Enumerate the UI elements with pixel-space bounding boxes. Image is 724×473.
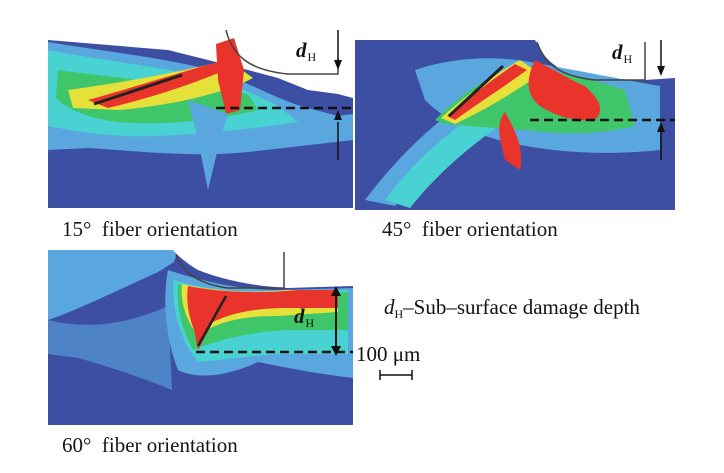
dh-arrowhead-down: [334, 60, 342, 70]
dh-label-45deg: dH: [612, 40, 632, 67]
scale-bar-label: 100 μm: [356, 342, 421, 366]
dh-label-60deg: dH: [294, 304, 314, 331]
dh-arrowhead-down: [331, 346, 341, 356]
zone-light-blue-left: [48, 250, 178, 320]
dh-arrowhead-down: [657, 66, 665, 76]
caption-45deg: 45° fiber orientation: [382, 217, 558, 242]
zone-red: [187, 286, 338, 350]
zone-streak-cyan: [385, 104, 515, 208]
dh-subscript: H: [305, 316, 315, 330]
caption-15deg: 15° fiber orientation: [62, 217, 238, 242]
removed-material: [173, 250, 353, 288]
zone-red-fiber: [447, 64, 527, 120]
dh-subscript: H: [307, 50, 317, 64]
legend-text: –Sub–surface damage depth: [403, 295, 640, 319]
panel-45deg: [355, 40, 675, 210]
scale-bar: [379, 370, 413, 380]
dh-symbol: d: [294, 304, 305, 328]
dh-label-15deg: dH: [296, 38, 316, 65]
caption-angle: 60°: [62, 433, 92, 457]
dh-symbol: d: [612, 40, 623, 64]
tool-outline: [175, 252, 285, 289]
panel-60deg-plot: [48, 250, 353, 425]
caption-angle: 45°: [382, 217, 412, 241]
fiber-line: [447, 64, 505, 118]
tool-outline: [225, 30, 339, 75]
caption-text: fiber orientation: [421, 217, 558, 241]
panel-60deg: [48, 250, 353, 425]
legend-damage-depth: dH–Sub–surface damage depth: [384, 295, 640, 322]
removed-material: [48, 30, 353, 98]
panel-15deg-plot: [48, 30, 353, 208]
zone-red-tool: [528, 60, 601, 121]
zone-plume: [188, 100, 228, 190]
caption-60deg: 60° fiber orientation: [62, 433, 238, 458]
tool-outline: [536, 41, 646, 81]
zone-light-blue-lower: [48, 306, 172, 390]
fiber-line: [196, 295, 228, 347]
caption-text: fiber orientation: [101, 433, 238, 457]
dh-subscript: H: [623, 52, 633, 66]
dh-arrowhead-up: [331, 286, 341, 296]
zone-red-tool: [216, 38, 244, 114]
zone-red-fiber: [88, 62, 230, 108]
fiber-line: [93, 73, 183, 106]
dh-arrowhead-up: [657, 122, 665, 132]
dh-symbol: d: [296, 38, 307, 62]
caption-text: fiber orientation: [101, 217, 238, 241]
legend-symbol: d: [384, 295, 395, 319]
legend-subscript: H: [394, 307, 404, 321]
zone-red-lower: [499, 112, 522, 170]
panel-15deg: [48, 30, 353, 208]
panel-45deg-plot: [355, 40, 675, 210]
dh-arrowhead-up: [334, 110, 342, 120]
caption-angle: 15°: [62, 217, 92, 241]
removed-material: [355, 40, 675, 80]
